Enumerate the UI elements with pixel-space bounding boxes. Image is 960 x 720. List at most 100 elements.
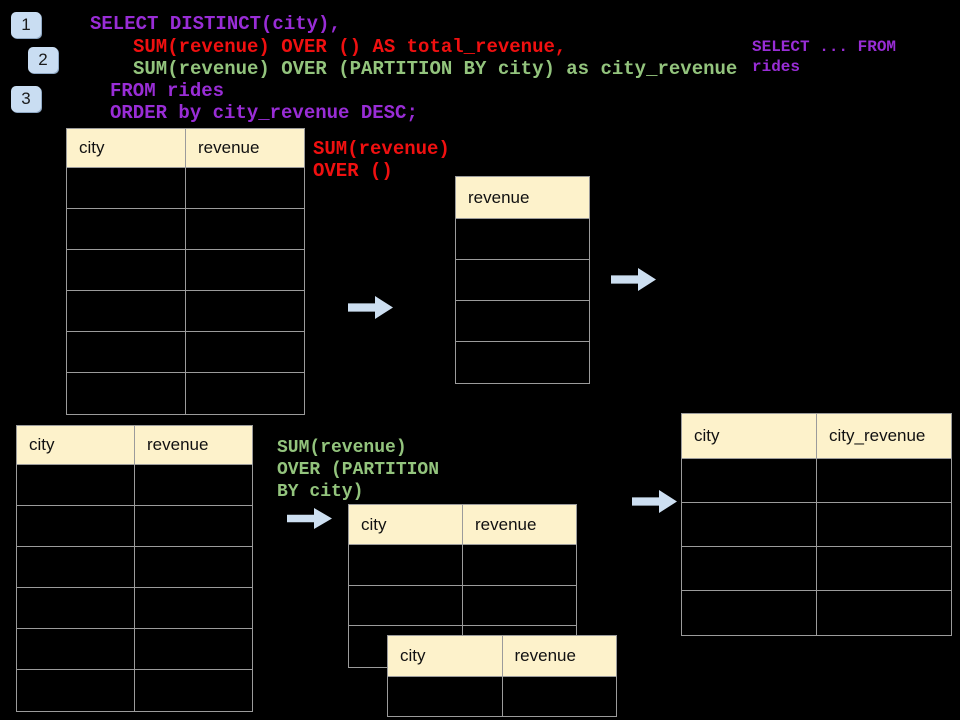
table-cell-empty	[682, 503, 817, 547]
table-cell-empty	[135, 465, 252, 506]
column-header-city_revenue: city_revenue	[817, 414, 951, 459]
table-cell-empty	[17, 506, 135, 547]
table-row	[67, 332, 304, 373]
table-cell-empty	[17, 465, 135, 506]
table-cell-empty	[135, 629, 252, 670]
table-row	[456, 342, 589, 383]
sql-line-total: SUM(revenue) OVER () AS total_revenue,	[133, 36, 567, 58]
table-cell-empty	[135, 588, 252, 629]
table-cell-empty	[186, 291, 304, 332]
side-note-rides: rides	[752, 58, 801, 76]
table-row	[682, 547, 951, 591]
table-cell-empty	[67, 373, 186, 414]
arrow-right-icon-total-result	[611, 268, 656, 291]
table-row	[682, 459, 951, 503]
table-row	[67, 373, 304, 414]
table-cell-empty	[135, 547, 252, 588]
sql-line-order: ORDER by city_revenue DESC;	[110, 102, 418, 124]
annotation-partition-line3: BY city)	[277, 482, 364, 502]
table-cell-empty	[186, 209, 304, 250]
column-header-city: city	[17, 426, 135, 465]
table-cell-empty	[67, 250, 186, 291]
annotation-partition-line1: SUM(revenue)	[277, 438, 407, 458]
table-row	[67, 168, 304, 209]
column-header-city: city	[682, 414, 817, 459]
table-row	[17, 506, 252, 547]
table-row	[17, 629, 252, 670]
step-badge-2: 2	[28, 47, 58, 73]
table-cell-empty	[186, 373, 304, 414]
table-cell-empty	[456, 219, 589, 260]
table-cell-empty	[456, 342, 589, 383]
table-row	[17, 588, 252, 629]
table-row	[682, 591, 951, 635]
sql-line-from: FROM rides	[110, 80, 225, 102]
table-cell-empty	[682, 547, 817, 591]
table-cell-empty	[456, 301, 589, 342]
table-total-revenue-result: revenue	[455, 176, 590, 384]
table-cell-empty	[456, 260, 589, 301]
table-row	[388, 677, 616, 716]
table-cell-empty	[17, 629, 135, 670]
table-cell-empty	[463, 586, 576, 627]
table-cell-empty	[17, 670, 135, 711]
table-cell-empty	[67, 291, 186, 332]
column-header-revenue: revenue	[463, 505, 576, 545]
table-cell-empty	[682, 459, 817, 503]
table-cell-empty	[67, 209, 186, 250]
table-cell-empty	[503, 677, 617, 716]
table-row	[67, 209, 304, 250]
sql-line-partition: SUM(revenue) OVER (PARTITION BY city) as…	[133, 58, 738, 80]
table-cell-empty	[817, 459, 951, 503]
annotation-partition-line2: OVER (PARTITION	[277, 460, 440, 480]
table-row	[17, 547, 252, 588]
column-header-city: city	[67, 129, 186, 168]
table-cell-empty	[186, 250, 304, 291]
table-cell-empty	[17, 588, 135, 629]
table-cell-empty	[682, 591, 817, 635]
table-cell-empty	[388, 677, 503, 716]
table-row	[456, 301, 589, 342]
column-header-city: city	[388, 636, 503, 677]
table-cell-empty	[349, 585, 463, 627]
table-cell-empty	[67, 168, 186, 209]
column-header-revenue: revenue	[456, 177, 589, 219]
table-cell-empty	[135, 506, 252, 547]
column-header-city: city	[349, 505, 463, 545]
table-row	[17, 465, 252, 506]
arrow-right-icon-total-step	[348, 296, 393, 319]
arrow-right-icon-partition-step	[287, 508, 332, 529]
table-cell-empty	[186, 168, 304, 209]
column-header-revenue: revenue	[502, 636, 616, 677]
column-header-revenue: revenue	[135, 426, 252, 465]
table-row	[349, 545, 576, 586]
table-row	[349, 585, 576, 627]
table-cell-empty	[186, 332, 304, 373]
table-cell-empty	[17, 547, 135, 588]
table-cell-empty	[817, 591, 951, 635]
table-row	[456, 219, 589, 260]
column-header-revenue: revenue	[186, 129, 304, 168]
table-cell-empty	[817, 547, 951, 591]
table-row	[67, 291, 304, 332]
table-row	[17, 670, 252, 711]
table-cell-empty	[67, 332, 186, 373]
step-badge-3: 3	[11, 86, 41, 112]
table-row	[456, 260, 589, 301]
step-badge-1: 1	[11, 12, 41, 38]
table-cell-empty	[463, 545, 576, 586]
arrow-right-icon-partition-result	[632, 490, 677, 513]
annotation-total-line1: SUM(revenue)	[313, 138, 450, 160]
annotation-total-line2: OVER ()	[313, 160, 393, 182]
